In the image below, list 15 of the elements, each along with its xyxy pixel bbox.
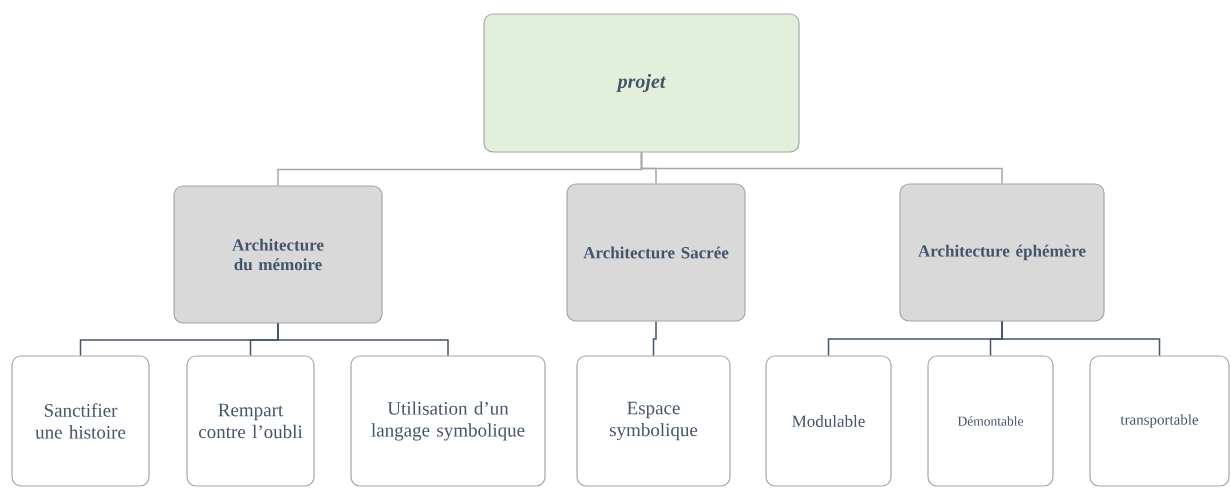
item-box: transportable	[1089, 355, 1230, 487]
connector	[277, 322, 449, 357]
category-box: Architecture éphémère	[899, 183, 1105, 322]
category-box: Architecture du mémoire	[173, 185, 383, 324]
item-box: Espace symbolique	[576, 355, 731, 487]
item-box: Modulable	[765, 355, 892, 487]
connector	[652, 320, 657, 357]
connector	[1001, 320, 1161, 357]
item-box: Utilisation d’un langage symbolique	[350, 355, 546, 487]
connector	[640, 151, 1003, 185]
item-box: Démontable	[927, 355, 1054, 487]
item-box: Rempart contre l’oubli	[186, 355, 315, 487]
category-box: Architecture Sacrée	[566, 183, 746, 322]
item-box: Sanctifier une histoire	[11, 355, 150, 487]
top-box: projet	[483, 13, 800, 153]
